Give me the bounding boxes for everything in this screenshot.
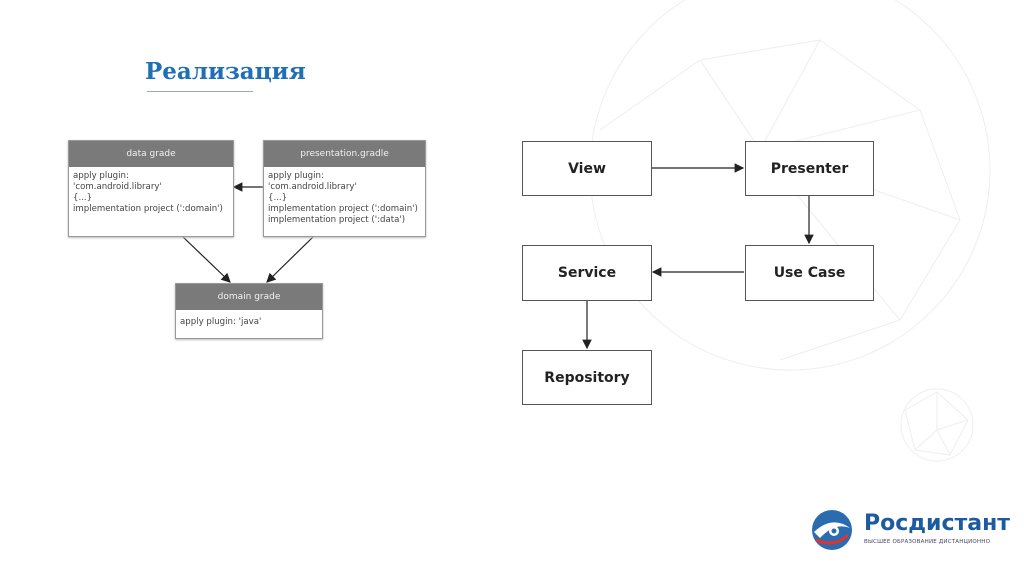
logo-name: Росдистант <box>864 511 1011 536</box>
title-underline <box>147 91 253 92</box>
code-line: implementation project (':domain') <box>73 204 223 214</box>
presenter-box: Presenter <box>745 141 874 196</box>
code-line: {...} <box>73 193 93 203</box>
code-line: apply plugin: 'java' <box>180 317 262 327</box>
arrow-presentation-to-domain <box>266 235 315 283</box>
data-gradle-box: data grade apply plugin: 'com.android.li… <box>68 140 234 237</box>
arrow-data-to-domain <box>181 235 231 283</box>
code-line: apply plugin: <box>73 171 129 181</box>
code-line: implementation project (':domain') <box>268 204 418 214</box>
domain-gradle-box: domain grade apply plugin: 'java' <box>175 283 323 339</box>
code-line: 'com.android.library' <box>73 182 162 192</box>
code-line: implementation project (':data') <box>268 215 406 225</box>
box-header: data grade <box>69 141 233 167</box>
view-box: View <box>522 141 652 196</box>
service-box: Service <box>522 245 652 301</box>
presentation-gradle-box: presentation.gradle apply plugin: 'com.a… <box>263 140 426 237</box>
repository-box: Repository <box>522 350 652 405</box>
logo-tagline: ВЫСШЕЕ ОБРАЗОВАНИЕ ДИСТАНЦИОННО <box>864 539 991 545</box>
use-case-box: Use Case <box>745 245 874 301</box>
code-line: 'com.android.library' <box>268 182 357 192</box>
box-header: domain grade <box>176 284 322 310</box>
code-line: apply plugin: <box>268 171 324 181</box>
slide-title: Реализация <box>145 58 306 85</box>
box-header: presentation.gradle <box>264 141 425 167</box>
code-line: {...} <box>268 193 288 203</box>
